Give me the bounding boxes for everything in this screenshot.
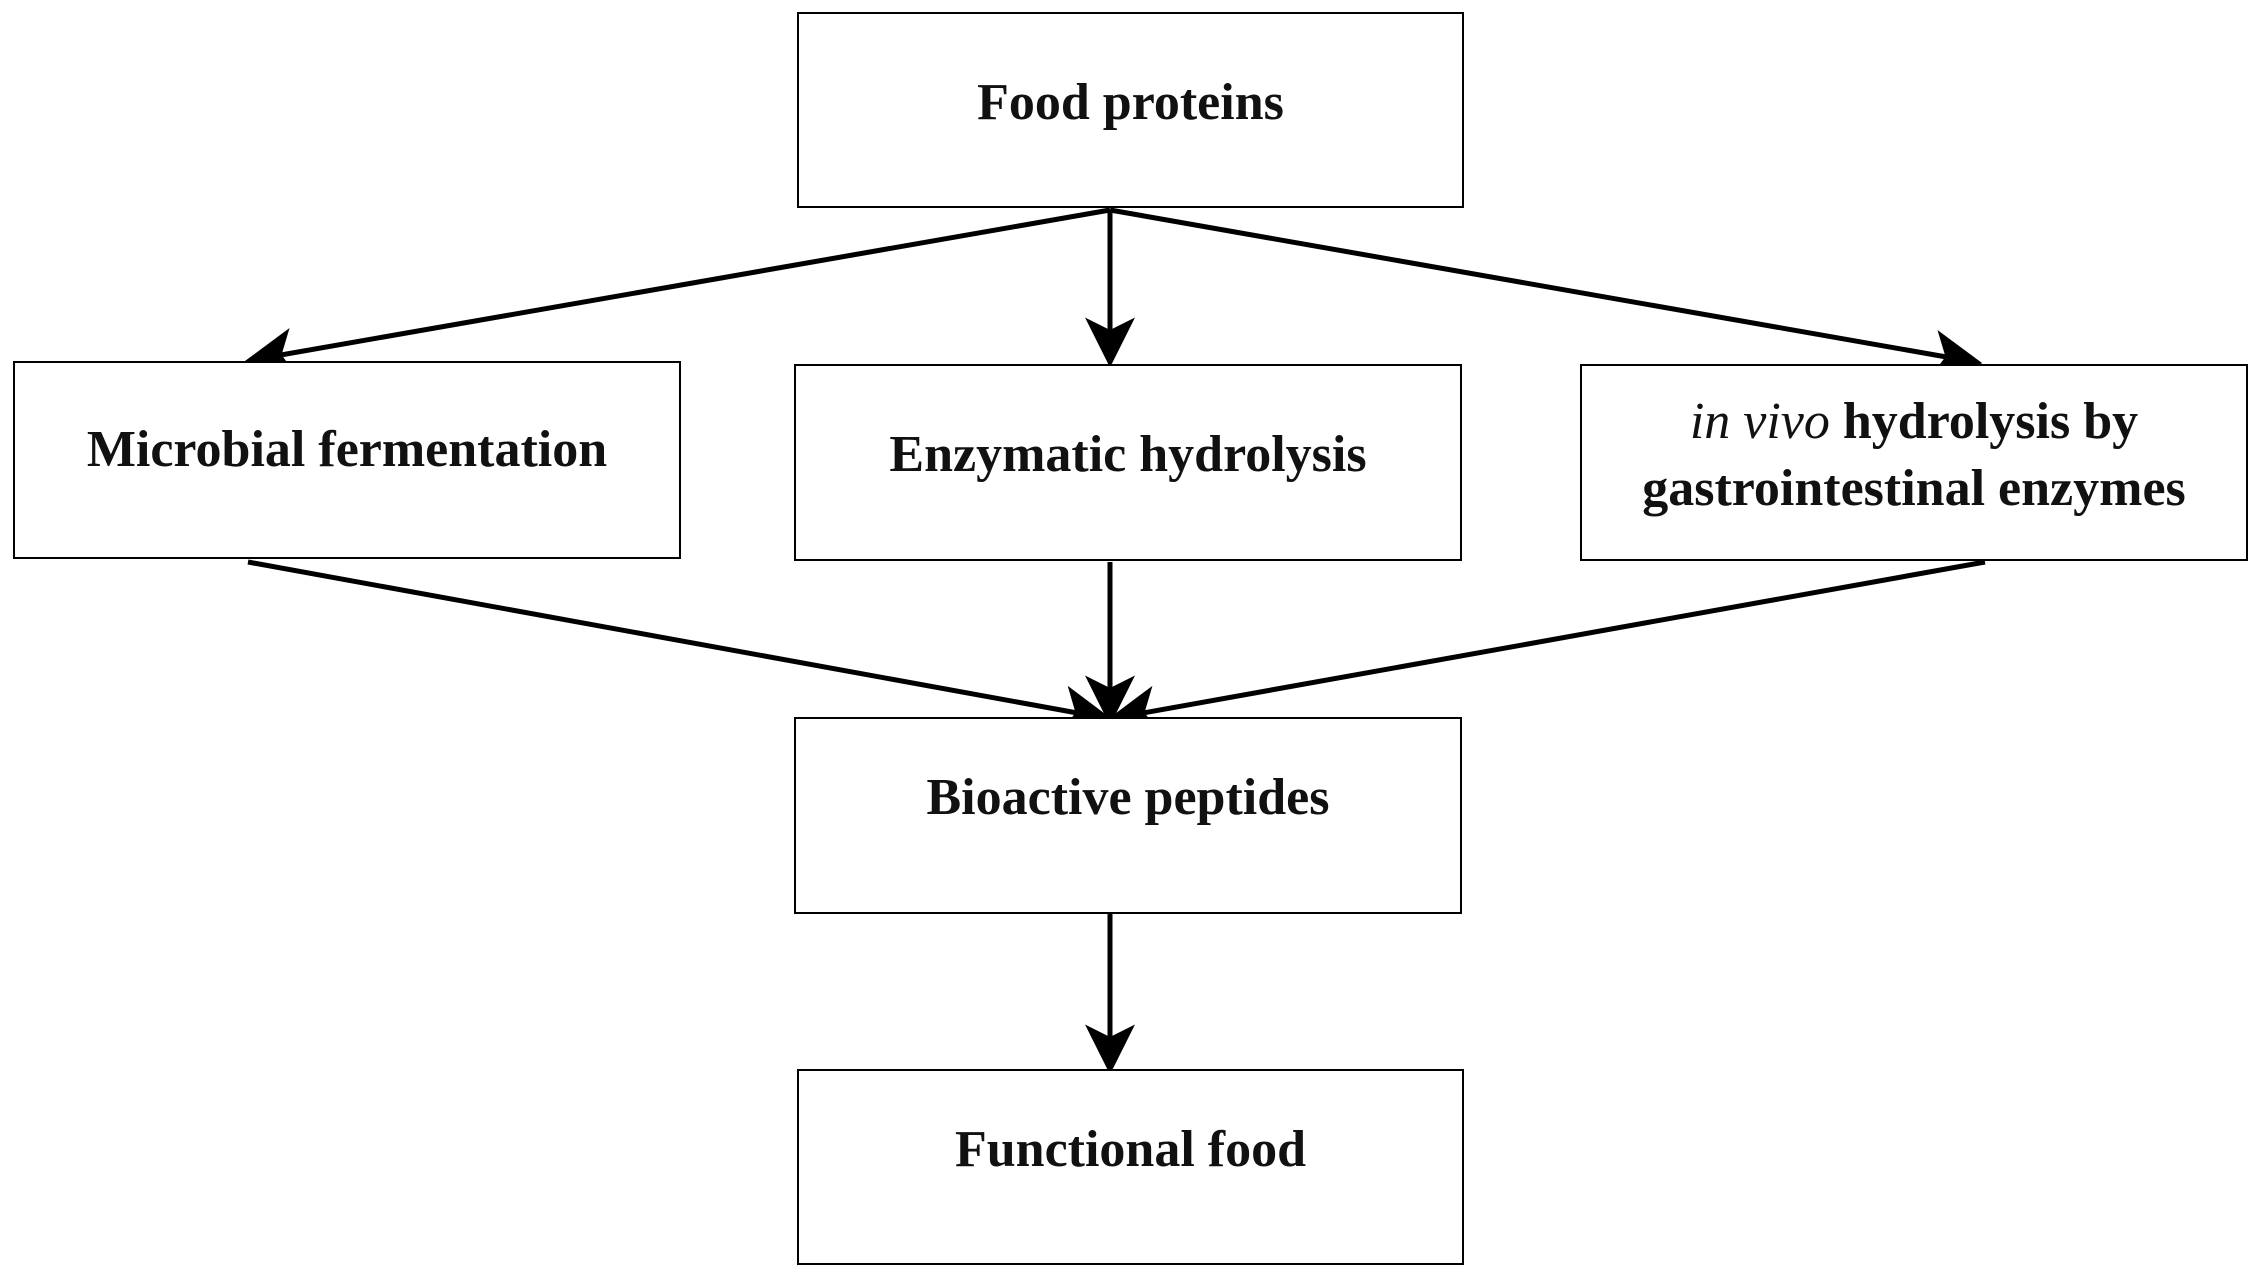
arrow-food-proteins-to-in-vivo <box>1109 207 1983 380</box>
node-food-proteins-label: Food proteins <box>977 74 1284 132</box>
arrow-microbial-fermentation-to-bioactive-peptides <box>247 559 1113 735</box>
arrow-food-proteins-to-microbial-fermentation <box>244 207 1111 378</box>
node-microbial-fermentation-label: Microbial fermentation <box>86 421 608 479</box>
node-in-vivo-hydrolysis: in vivo hydrolysis by gastrointestinal e… <box>1580 364 2248 561</box>
arrow-in-vivo-to-bioactive-peptides <box>1107 559 1986 736</box>
node-enzymatic-hydrolysis-label: Enzymatic hydrolysis <box>889 425 1367 483</box>
node-bioactive-peptides: Bioactive peptides <box>794 717 1462 914</box>
in-vivo-line2-text: gastrointestinal enzymes <box>1642 459 2186 517</box>
node-microbial-fermentation: Microbial fermentation <box>13 361 681 559</box>
node-food-proteins: Food proteins <box>797 12 1464 208</box>
node-enzymatic-hydrolysis: Enzymatic hydrolysis <box>794 364 1462 561</box>
node-in-vivo-hydrolysis-label: in vivo hydrolysis by gastrointestinal e… <box>1642 389 2186 522</box>
node-bioactive-peptides-label: Bioactive peptides <box>926 768 1330 826</box>
in-vivo-italic-text: in vivo <box>1689 392 1830 450</box>
in-vivo-line1-text: hydrolysis by <box>1829 392 2139 450</box>
node-functional-food-label: Functional food <box>954 1121 1307 1179</box>
node-functional-food: Functional food <box>797 1069 1464 1265</box>
